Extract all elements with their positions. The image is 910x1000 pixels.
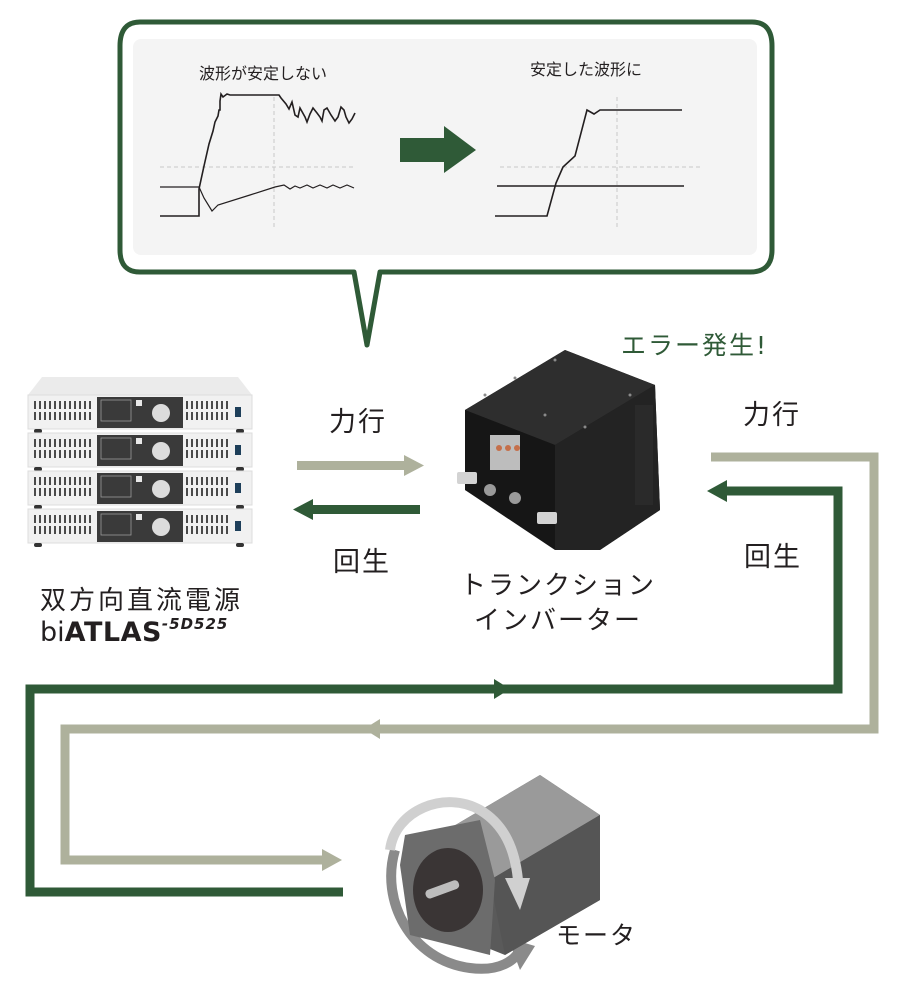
model-suffix: -5D525 — [161, 615, 229, 633]
right-arrow-icon — [400, 126, 476, 173]
motor-icon — [385, 775, 600, 974]
inverter-box-icon — [457, 350, 660, 550]
power-supply-name: 双方向直流電源 — [40, 586, 244, 616]
left-power-running-arrow — [297, 455, 424, 476]
rotation-arrow-back — [386, 848, 525, 974]
stable-waveform-step — [495, 108, 682, 217]
inverter-name-line2: インバーター — [473, 606, 642, 636]
rotation-arrow-front — [385, 797, 523, 881]
unstable-waveform-lower — [160, 184, 355, 212]
error-label: エラー発生! — [621, 331, 769, 360]
inverter-name-line1: トランクション — [459, 571, 656, 601]
left-regen-label: 回生 — [333, 547, 391, 578]
model-main: biATLAS — [40, 617, 162, 648]
stable-waveform-title: 安定した波形に — [530, 60, 643, 79]
left-regen-arrow — [293, 499, 420, 520]
right-regen-label: 回生 — [744, 542, 802, 573]
power-running-loop-arrow — [60, 452, 879, 871]
unstable-waveform-plot — [160, 91, 356, 230]
stable-waveform-plot — [495, 97, 700, 230]
left-power-running-label: 力行 — [329, 407, 387, 438]
unstable-waveform-title: 波形が安定しない — [199, 64, 328, 83]
power-supply-model: biATLAS-5D525 — [40, 615, 228, 648]
right-power-running-label: 力行 — [743, 400, 801, 431]
rack-power-supply-icon — [27, 377, 253, 548]
motor-name: モータ — [556, 921, 638, 950]
unstable-waveform-upper — [160, 91, 356, 217]
regen-loop-arrow — [25, 480, 843, 897]
